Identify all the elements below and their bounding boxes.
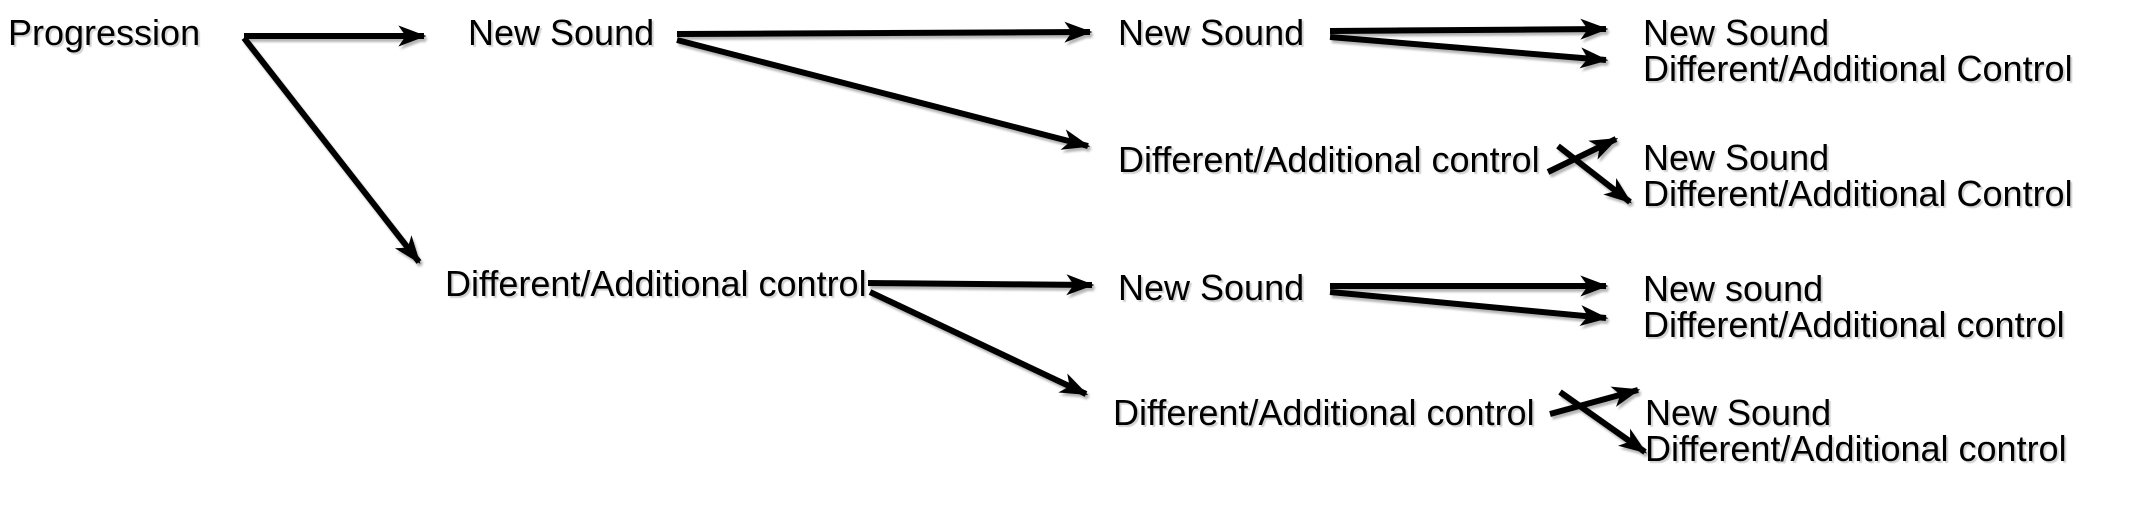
node-different-additional-control-l3-bottom: Different/Additional control — [1113, 392, 1535, 433]
leaf-different-additional-control-4: Different/Additional control — [1645, 428, 2067, 469]
leaf-group-4: New Sound Different/Additional control — [1645, 395, 2067, 467]
node-new-sound-l3-top: New Sound — [1118, 12, 1305, 53]
arrow-progression-to-dac — [241, 36, 422, 264]
node-different-additional-control-l2: Different/Additional control — [445, 263, 867, 304]
arrow-dac-l2-to-dac-l3 — [868, 289, 1089, 397]
node-progression: Progression — [8, 12, 201, 53]
arrow-dac-l2-to-ns-l3 — [867, 274, 1095, 296]
leaf-new-sound-3: New sound — [1643, 268, 1824, 309]
leaf-different-additional-control-2: Different/Additional Control — [1643, 173, 2073, 214]
leaf-group-3: New sound Different/Additional control — [1643, 271, 2065, 343]
node-different-additional-control-l3-top: Different/Additional control — [1118, 139, 1540, 180]
leaf-new-sound-2: New Sound — [1643, 137, 1830, 178]
node-new-sound-l3-bottom: New Sound — [1118, 267, 1305, 308]
arrow-dac-l3-bottom-to-leaf-ns — [1549, 386, 1641, 417]
leaf-new-sound-4: New Sound — [1645, 392, 1832, 433]
arrow-ns-l2-to-dac-l3 — [676, 37, 1091, 150]
arrow-dac-l3-top-to-leaf-ns — [1546, 136, 1619, 175]
leaf-new-sound-1: New Sound — [1643, 12, 1830, 53]
arrow-ns-l3-bottom-to-leaf-dac — [1329, 289, 1609, 327]
arrow-ns-l3-top-to-leaf-dac — [1329, 34, 1609, 69]
arrow-dac-l3-bottom-to-leaf-dac — [1558, 389, 1647, 455]
leaf-group-1: New Sound Different/Additional Control — [1643, 15, 2073, 87]
leaf-different-additional-control-1: Different/Additional Control — [1643, 48, 2073, 89]
node-new-sound-l2: New Sound — [468, 12, 655, 53]
arrow-ns-l2-to-ns-l3 — [676, 21, 1093, 43]
arrow-dac-l3-top-to-leaf-dac — [1556, 143, 1632, 205]
leaf-group-2: New Sound Different/Additional Control — [1643, 140, 2073, 212]
leaf-different-additional-control-3: Different/Additional control — [1643, 304, 2065, 345]
arrow-ns-l3-top-to-leaf-ns — [1329, 18, 1609, 40]
